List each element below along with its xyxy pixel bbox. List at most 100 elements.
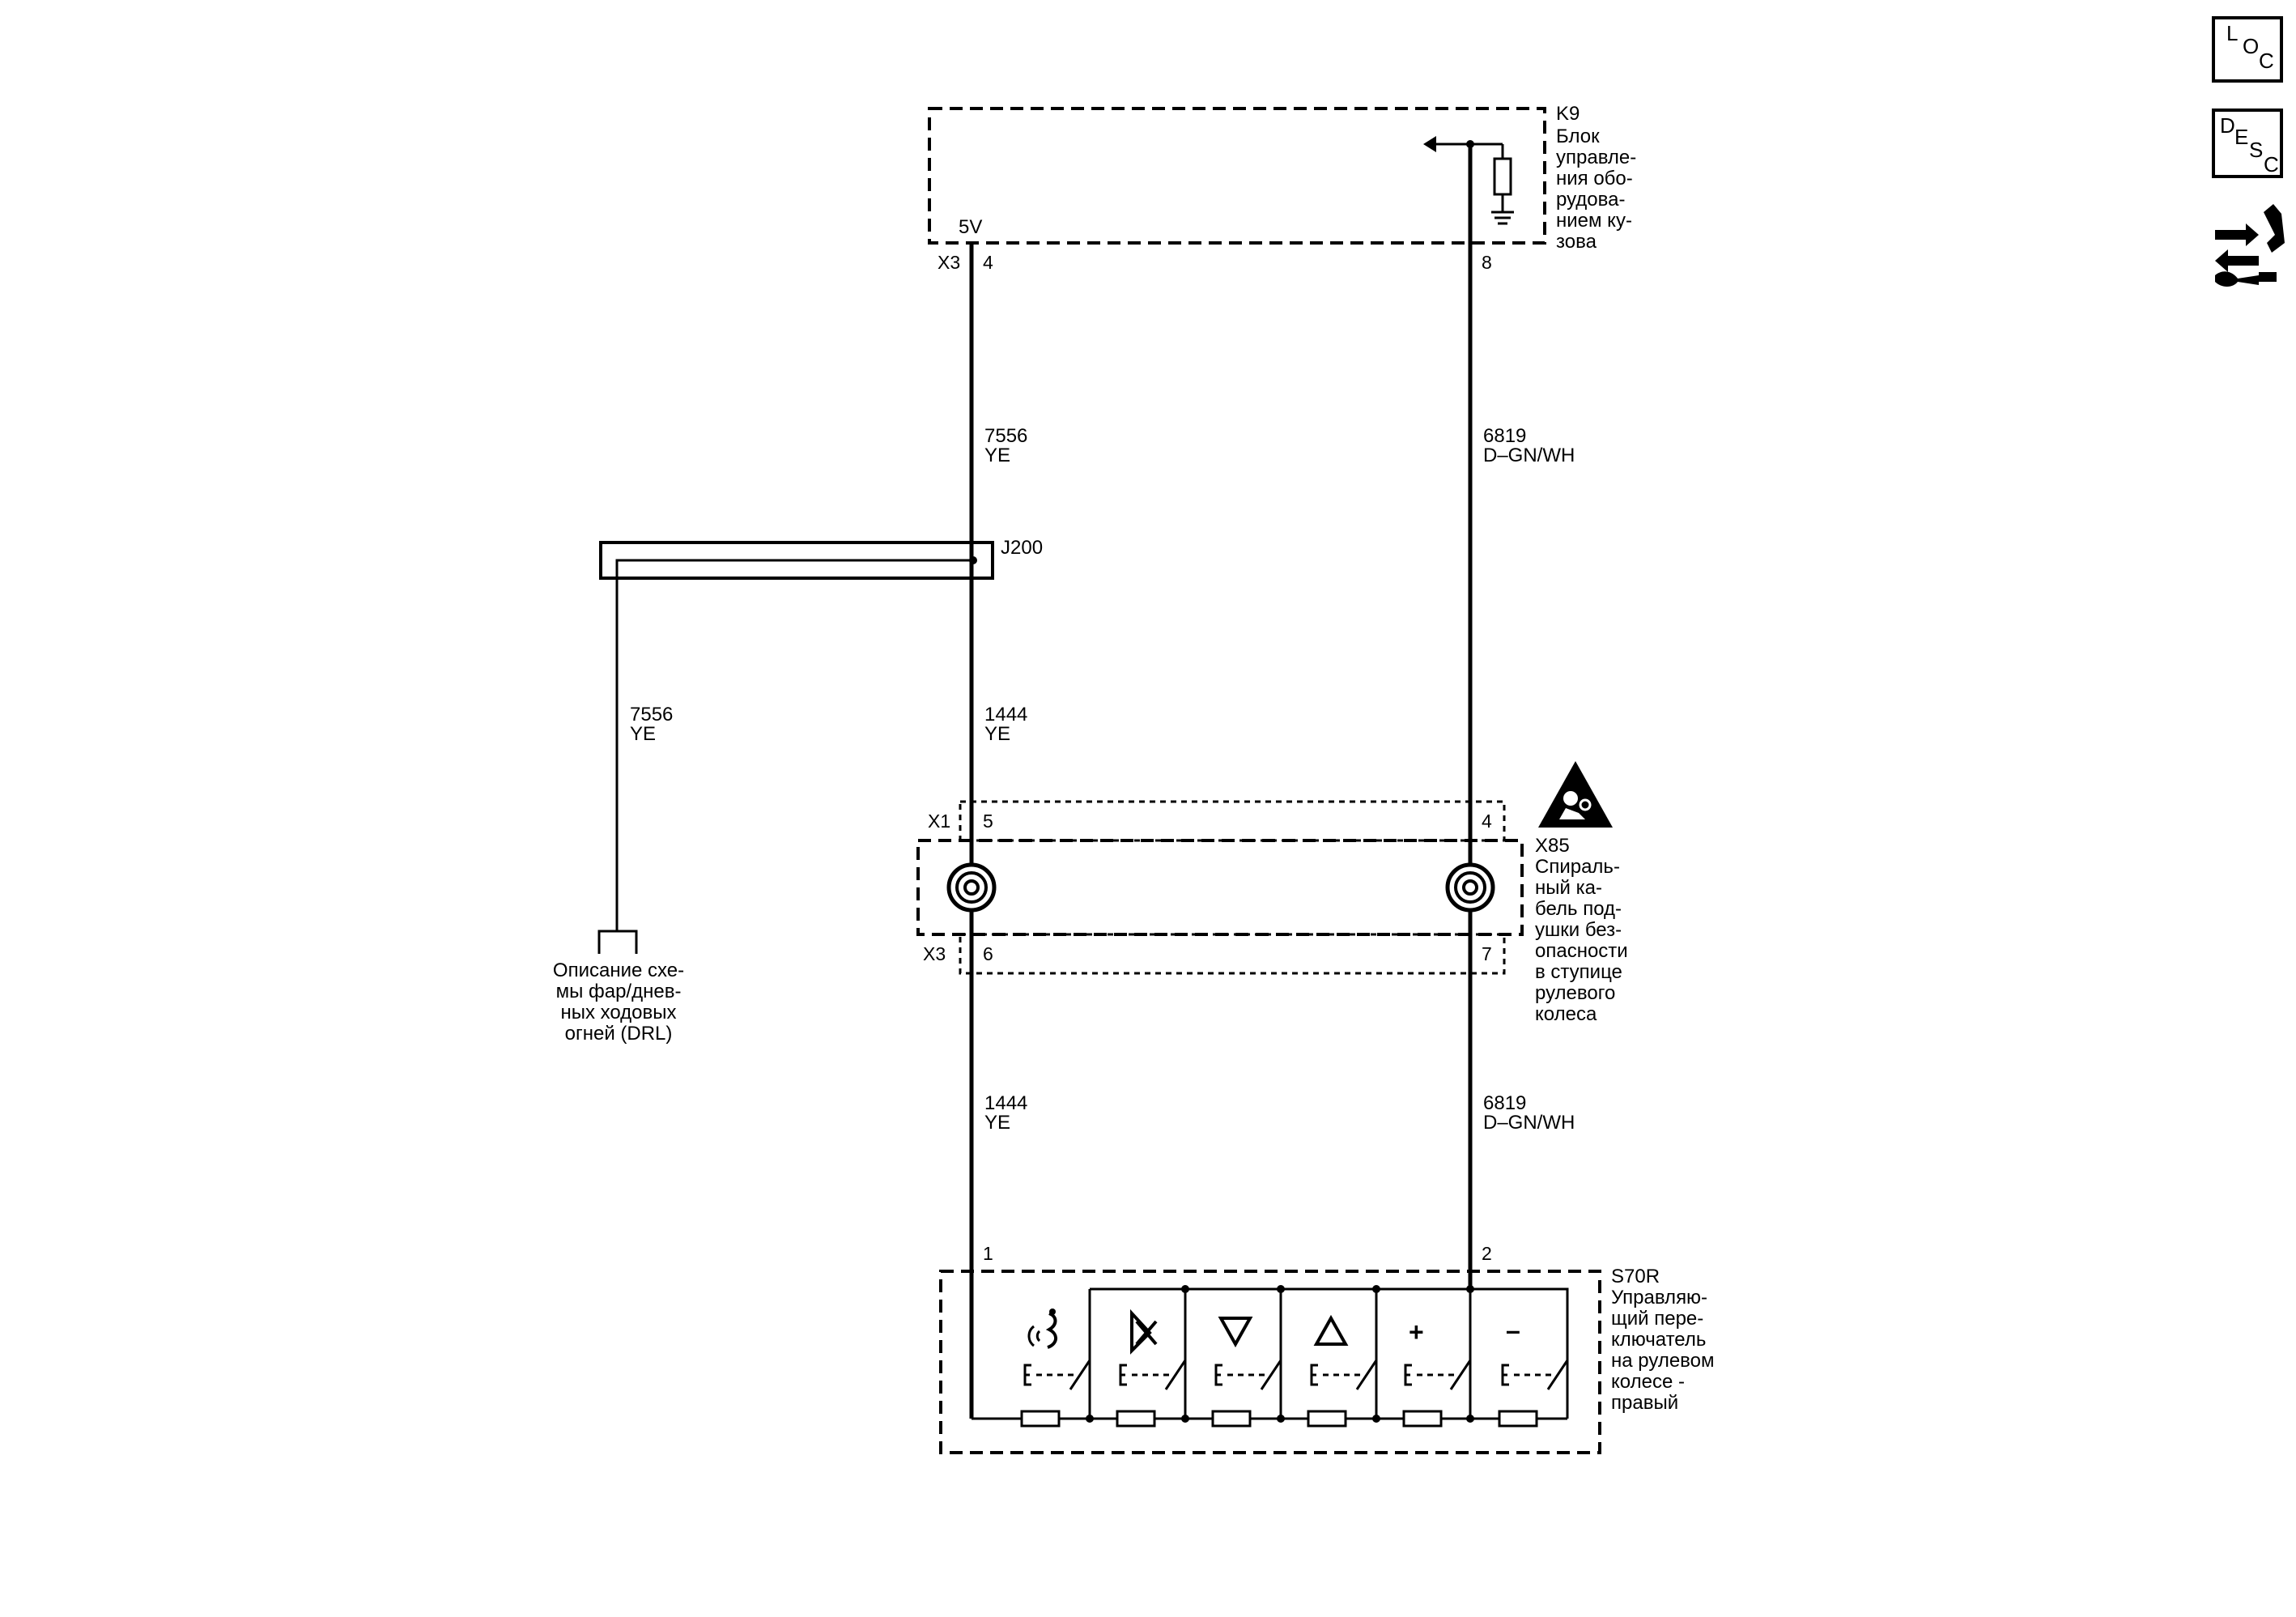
pushbutton-switch-icon: [1310, 1360, 1378, 1390]
desc-letter-d: D: [2220, 113, 2235, 138]
voltage-label: 5V: [959, 216, 982, 238]
wire-circuit-label: 7556: [630, 704, 673, 726]
x85-bottom-connector-label: X3: [923, 943, 946, 964]
x85-name-line: Спираль-: [1535, 856, 1620, 878]
k9-name-line: зова: [1556, 231, 1597, 253]
x85-pin-6: 6: [983, 943, 993, 964]
s70r-pin-2: 2: [1482, 1243, 1492, 1264]
voice-icon: [1027, 1308, 1057, 1349]
pushbutton-switch-icon: [1214, 1360, 1282, 1390]
minus-icon: –: [1506, 1316, 1520, 1345]
s70r-name-line: на рулевом: [1611, 1350, 1715, 1372]
wire-color-label: YE: [984, 1112, 1010, 1134]
pushbutton-switch-icon: [1119, 1360, 1187, 1390]
wire-color-label: D–GN/WH: [1483, 445, 1575, 466]
reference-note-line: мы фар/днев-: [556, 981, 682, 1002]
k9-module: K9 Блок управле- ния обо- рудова- нием к…: [928, 103, 1636, 273]
loc-letter-c: C: [2259, 49, 2274, 73]
splice-ref: J200: [1001, 537, 1043, 559]
reference-note-line: Описание схе-: [553, 960, 684, 981]
x85-pin-4: 4: [1482, 811, 1492, 832]
arrow-left-icon: [1423, 136, 1436, 152]
wire-color-label: YE: [630, 723, 656, 745]
splice-box: [599, 541, 994, 580]
s70r-outline: [939, 1270, 1601, 1454]
wire-color-label: YE: [984, 723, 1010, 745]
s70r-name-line: правый: [1611, 1392, 1678, 1414]
resistor-icon: [1211, 1410, 1252, 1428]
k9-name-line: ния обо-: [1556, 168, 1633, 189]
k9-name-line: рудова-: [1556, 189, 1625, 211]
k9-name-line: нием ку-: [1556, 210, 1632, 232]
reference-note-line: огней (DRL): [565, 1023, 673, 1045]
wire-circuit-label: 1444: [984, 1092, 1027, 1114]
s70r-switch-assembly: 1 2 S70R Управляю- щий пере- ключатель н…: [939, 1243, 1715, 1454]
k9-pin-8: 8: [1482, 252, 1492, 273]
s70r-name-line: Управляю-: [1611, 1287, 1707, 1308]
pushbutton-switch-icon: [1404, 1360, 1472, 1390]
clockspring-coil-icon: [946, 862, 997, 913]
s70r-name-line: колесе -: [1611, 1371, 1685, 1393]
x85-name-line: бель под-: [1535, 898, 1622, 920]
arrow-down-icon: [1218, 1317, 1253, 1348]
x85-clockspring: X1 5 4 X3 6 7 X85 Спираль- ный ка- бель …: [916, 761, 1628, 1025]
pushbutton-switch-icon: [1501, 1360, 1569, 1390]
x85-name-line: в ступице: [1535, 961, 1622, 983]
plus-icon: +: [1409, 1317, 1424, 1347]
s70r-name-line: ключатель: [1611, 1329, 1706, 1351]
s70r-ref: S70R: [1611, 1266, 1660, 1287]
wire-circuit-label: 6819: [1483, 1092, 1526, 1114]
wire-color-label: YE: [984, 445, 1010, 466]
desc-button[interactable]: D E S C: [2212, 109, 2283, 178]
resistor-icon: [1498, 1410, 1538, 1428]
clockspring-coil-icon: [1445, 862, 1495, 913]
k9-ref: K9: [1556, 103, 1580, 125]
splice-j200: J200: [599, 537, 1043, 931]
k9-outline: [928, 107, 1546, 245]
desc-letter-s: S: [2249, 138, 2263, 162]
wrench-arrows-icon[interactable]: [2215, 204, 2285, 287]
x85-top-connector: [959, 800, 1506, 842]
x85-body: [916, 839, 1524, 936]
reference-note-line: ных ходовых: [560, 1002, 676, 1023]
desc-letter-c: C: [2264, 152, 2279, 177]
splice-branch: [615, 559, 973, 931]
s70r-pin-1: 1: [983, 1243, 993, 1264]
wire-circuit-label: 6819: [1483, 425, 1526, 447]
pushbutton-switch-icon: [1023, 1360, 1091, 1390]
k9-pin-4: 4: [983, 252, 993, 273]
loc-button[interactable]: L O C: [2212, 16, 2283, 83]
pulldown-resistor-icon: [1423, 136, 1514, 225]
wire-circuit-label: 1444: [984, 704, 1027, 726]
x85-name-line: опасности: [1535, 940, 1628, 962]
x85-name-line: колеса: [1535, 1003, 1597, 1025]
x85-pin-5: 5: [983, 811, 993, 832]
resistor-icon: [1402, 1410, 1443, 1428]
drl-reference-link[interactable]: Описание схе- мы фар/днев- ных ходовых о…: [553, 930, 684, 1045]
mute-icon: [1130, 1308, 1158, 1355]
arrow-up-icon: [1313, 1314, 1349, 1346]
k9-name-line: управле-: [1556, 147, 1636, 168]
x85-name-line: ный ка-: [1535, 877, 1602, 899]
desc-letter-e: E: [2234, 125, 2248, 149]
k9-name-line: Блок: [1556, 126, 1600, 147]
wire-color-label: D–GN/WH: [1483, 1112, 1575, 1134]
x85-ref: X85: [1535, 835, 1570, 857]
x85-bottom-connector: [959, 933, 1506, 975]
x85-top-connector-label: X1: [928, 811, 950, 832]
x85-name-line: ушки без-: [1535, 919, 1622, 941]
loc-letter-l: L: [2226, 21, 2238, 45]
resistor-icon: [1020, 1410, 1061, 1428]
s70r-name-line: щий пере-: [1611, 1308, 1703, 1330]
reference-connector-icon: [597, 930, 638, 954]
x85-name-line: рулевого: [1535, 982, 1615, 1004]
wire-circuit-label: 7556: [984, 425, 1027, 447]
k9-connector-label: X3: [938, 252, 960, 273]
resistor-icon: [1307, 1410, 1347, 1428]
resistor-icon: [1116, 1410, 1156, 1428]
loc-letter-o: O: [2243, 34, 2259, 58]
airbag-warning-icon: [1538, 761, 1613, 828]
x85-pin-7: 7: [1482, 943, 1492, 964]
switch-common-bus: [1090, 1287, 1569, 1419]
